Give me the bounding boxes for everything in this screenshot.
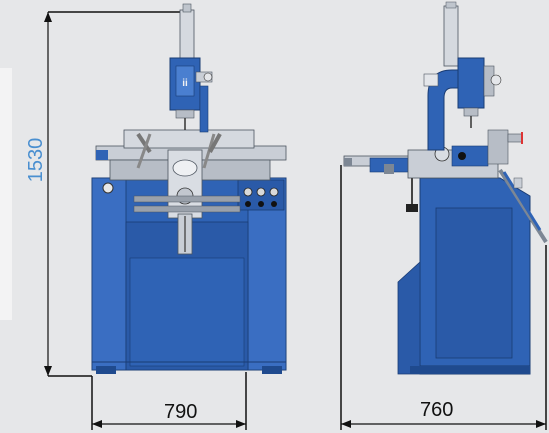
svg-text:ii: ii [182, 78, 188, 89]
side-panel [0, 68, 12, 320]
front-width-dimension [91, 372, 247, 430]
front-width-dimension-label: 790 [164, 401, 198, 423]
height-dimension-label: 1530 [25, 137, 47, 183]
side-width-dimension [340, 165, 547, 430]
front-view: ii [91, 3, 287, 374]
side-width-dimension-label: 760 [420, 399, 454, 421]
height-dimension [44, 11, 187, 377]
side-view [343, 1, 548, 375]
